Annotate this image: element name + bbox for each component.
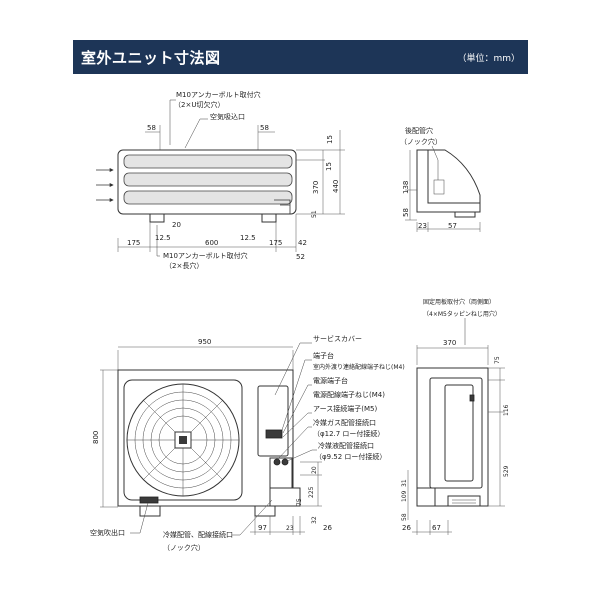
side-view: 固定用板取付穴（両側面） （4×M5タッピンねじ用穴） 370 75 116 5… xyxy=(401,298,510,535)
dim-15b: 15 xyxy=(325,162,333,171)
dim-800: 800 xyxy=(92,431,100,444)
gas-port-sublabel: （φ12.7 ロー付接続） xyxy=(313,429,384,438)
dim-20: 20 xyxy=(172,221,181,229)
dim-109: 109 xyxy=(401,490,408,502)
inlet-grille-1 xyxy=(123,154,293,169)
dim-26-side: 26 xyxy=(402,524,411,532)
fix-hole-label: 固定用板取付穴（両側面） xyxy=(423,298,495,306)
dim-58-right: 58 xyxy=(260,124,269,132)
dim-58-left: 58 xyxy=(147,124,156,132)
gas-port-label: 冷媒ガス配管接続口 xyxy=(313,418,376,427)
ground-label: アース接続端子(M5) xyxy=(313,404,377,413)
dim-12-5-right: 12.5 xyxy=(240,234,256,242)
dim-51: 51 xyxy=(311,210,318,218)
terminal-label: 端子台 xyxy=(313,351,334,360)
terminal-sublabel: 室内外渡り連絡配線端子ねじ(M4) xyxy=(313,363,405,371)
inlet-grille-3 xyxy=(123,190,293,205)
anchor-notch-label: M10アンカーボルト取付穴 xyxy=(176,90,261,99)
side-foot xyxy=(447,495,481,507)
dim-225: 225 xyxy=(308,486,315,498)
dim-529: 529 xyxy=(503,465,510,477)
dim-950: 950 xyxy=(198,338,211,346)
side-foot-top xyxy=(454,211,476,218)
dim-32: 32 xyxy=(311,516,318,524)
terminal-block xyxy=(265,429,283,439)
anchor-long-label: M10アンカーボルト取付穴 xyxy=(163,251,248,260)
anchor-long-sublabel: （2×長穴） xyxy=(165,261,203,270)
dim-26-front: 26 xyxy=(323,524,332,532)
dim-175-left: 175 xyxy=(127,239,140,247)
front-foot-right xyxy=(254,505,276,517)
dim-75-side: 75 xyxy=(494,356,501,364)
inlet-grille-2 xyxy=(123,172,293,187)
service-cover xyxy=(257,385,289,457)
air-inlet-label: 空気吸込口 xyxy=(210,112,245,121)
service-cover-label: サービスカバー xyxy=(313,334,362,343)
dim-600: 600 xyxy=(205,239,218,247)
top-view: M10アンカーボルト取付穴 （2×U切欠穴） 空気吸込口 58 58 20 12… xyxy=(96,90,345,270)
page-title: 室外ユニット寸法図 xyxy=(81,49,221,67)
dim-58-side-bottom: 58 xyxy=(401,513,408,521)
unit-label: （単位：mm） xyxy=(457,54,520,64)
side-fix-hole xyxy=(469,394,475,402)
pipe-hole-label: 後配管穴 xyxy=(405,126,433,135)
gas-valve xyxy=(273,458,281,466)
power-terminal-label: 電源端子台 xyxy=(313,376,348,385)
dim-31: 31 xyxy=(401,479,408,487)
dim-175-right: 175 xyxy=(269,239,282,247)
liquid-port-label: 冷媒液配管接続口 xyxy=(318,441,374,450)
air-outlet-marker xyxy=(139,496,159,504)
piping-port-sublabel: （ノック穴） xyxy=(163,543,205,552)
dim-12-5-left: 12.5 xyxy=(155,234,171,242)
dim-97: 97 xyxy=(258,524,267,532)
side-cover-top xyxy=(427,149,481,204)
foot-right xyxy=(261,213,277,223)
power-screw-label: 電源配線端子ねじ(M4) xyxy=(313,390,385,399)
dim-42: 42 xyxy=(298,239,307,247)
dim-23-side: 23 xyxy=(418,222,427,230)
dim-23-front: 23 xyxy=(286,525,294,532)
dim-67: 67 xyxy=(432,524,441,532)
dim-370: 370 xyxy=(312,181,320,194)
liquid-port-sublabel: （φ9.52 ロー付接続） xyxy=(315,452,386,461)
dim-20-front: 20 xyxy=(311,466,318,474)
air-outlet-label: 空気吹出口 xyxy=(90,528,125,537)
pipe-hole-sublabel: （ノック穴） xyxy=(400,137,442,146)
side-window xyxy=(444,384,474,482)
valve-top xyxy=(274,199,291,214)
front-view: 950 800 サービスカバー 端子台 xyxy=(90,334,405,552)
side-view-top: 後配管穴 （ノック穴） 138 58 23 57 xyxy=(400,126,481,232)
dim-370-side: 370 xyxy=(443,339,456,347)
dim-440: 440 xyxy=(332,180,340,193)
side-valve xyxy=(416,487,436,507)
dim-15: 15 xyxy=(326,135,334,144)
anchor-notch-leader xyxy=(169,99,176,145)
anchor-long-leader xyxy=(156,225,160,257)
dim-116: 116 xyxy=(503,404,510,416)
dim-52: 52 xyxy=(296,253,305,261)
piping-port-label: 冷媒配管、配線接続口 xyxy=(163,530,233,539)
fix-hole-sublabel: （4×M5タッピンねじ用穴） xyxy=(423,310,501,318)
foot-left xyxy=(149,213,165,223)
piping-port-box xyxy=(269,487,301,507)
front-foot-left xyxy=(139,505,161,517)
dim-138: 138 xyxy=(402,181,410,194)
dim-57: 57 xyxy=(448,222,457,230)
anchor-notch-sublabel: （2×U切欠穴） xyxy=(174,100,224,109)
dim-58-side: 58 xyxy=(402,208,410,217)
title-bar: 室外ユニット寸法図 （単位：mm） xyxy=(73,40,528,74)
air-inlet-leader xyxy=(184,118,208,149)
dim-75-front: 75 xyxy=(296,498,303,506)
